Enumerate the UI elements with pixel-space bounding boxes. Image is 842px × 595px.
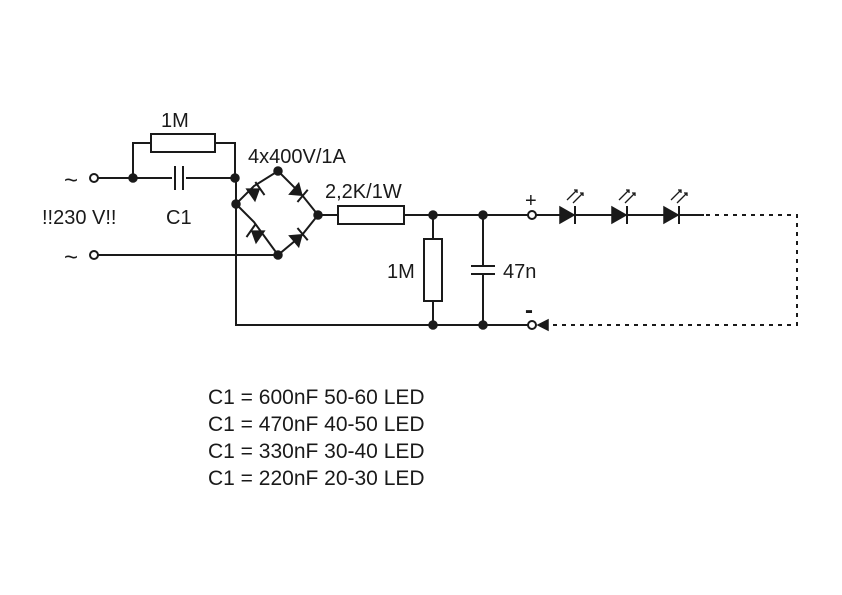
mains-voltage-label: !!230 V!! [42, 207, 117, 229]
ac-symbol-top: ~ [64, 167, 78, 194]
output-terminal-minus [527, 320, 537, 330]
capacitor-47n [471, 265, 495, 275]
resistor-2k2-label: 2,2K/1W [325, 181, 402, 203]
minus-label: - [525, 297, 533, 324]
wires [98, 142, 798, 326]
plus-label: + [525, 190, 537, 212]
bridge-diode-4 [288, 227, 309, 249]
legend-line: C1 = 330nF 30-40 LED [208, 440, 425, 463]
legend-line: C1 = 470nF 40-50 LED [208, 413, 425, 436]
legend-line: C1 = 600nF 50-60 LED [208, 386, 425, 409]
bridge-diode-3 [245, 223, 266, 245]
legend-line: C1 = 220nF 20-30 LED [208, 467, 425, 490]
led-1 [559, 189, 584, 225]
resistor-1m-shunt-label: 1M [387, 261, 415, 283]
capacitor-c1 [172, 164, 186, 192]
output-terminal-plus [527, 210, 537, 220]
led-3 [663, 189, 688, 225]
resistor-1m-top-label: 1M [161, 110, 189, 132]
capacitor-47n-label: 47n [503, 261, 536, 283]
bridge-rectifier [245, 181, 309, 249]
bridge-label: 4x400V/1A [248, 146, 347, 168]
resistor-1m-top [150, 133, 216, 153]
ac-input-terminals [89, 173, 99, 260]
capacitor-selection-legend: C1 = 600nF 50-60 LED C1 = 470nF 40-50 LE… [208, 386, 425, 490]
bridge-diode-1 [245, 181, 266, 203]
ac-symbol-bottom: ~ [64, 244, 78, 271]
resistor-1m-shunt [423, 238, 443, 302]
led-2 [611, 189, 636, 225]
return-arrow [536, 318, 549, 332]
resistor-2k2 [337, 205, 405, 225]
bridge-diode-2 [288, 181, 309, 203]
capacitor-c1-label: C1 [166, 207, 192, 229]
junctions [128, 166, 488, 330]
